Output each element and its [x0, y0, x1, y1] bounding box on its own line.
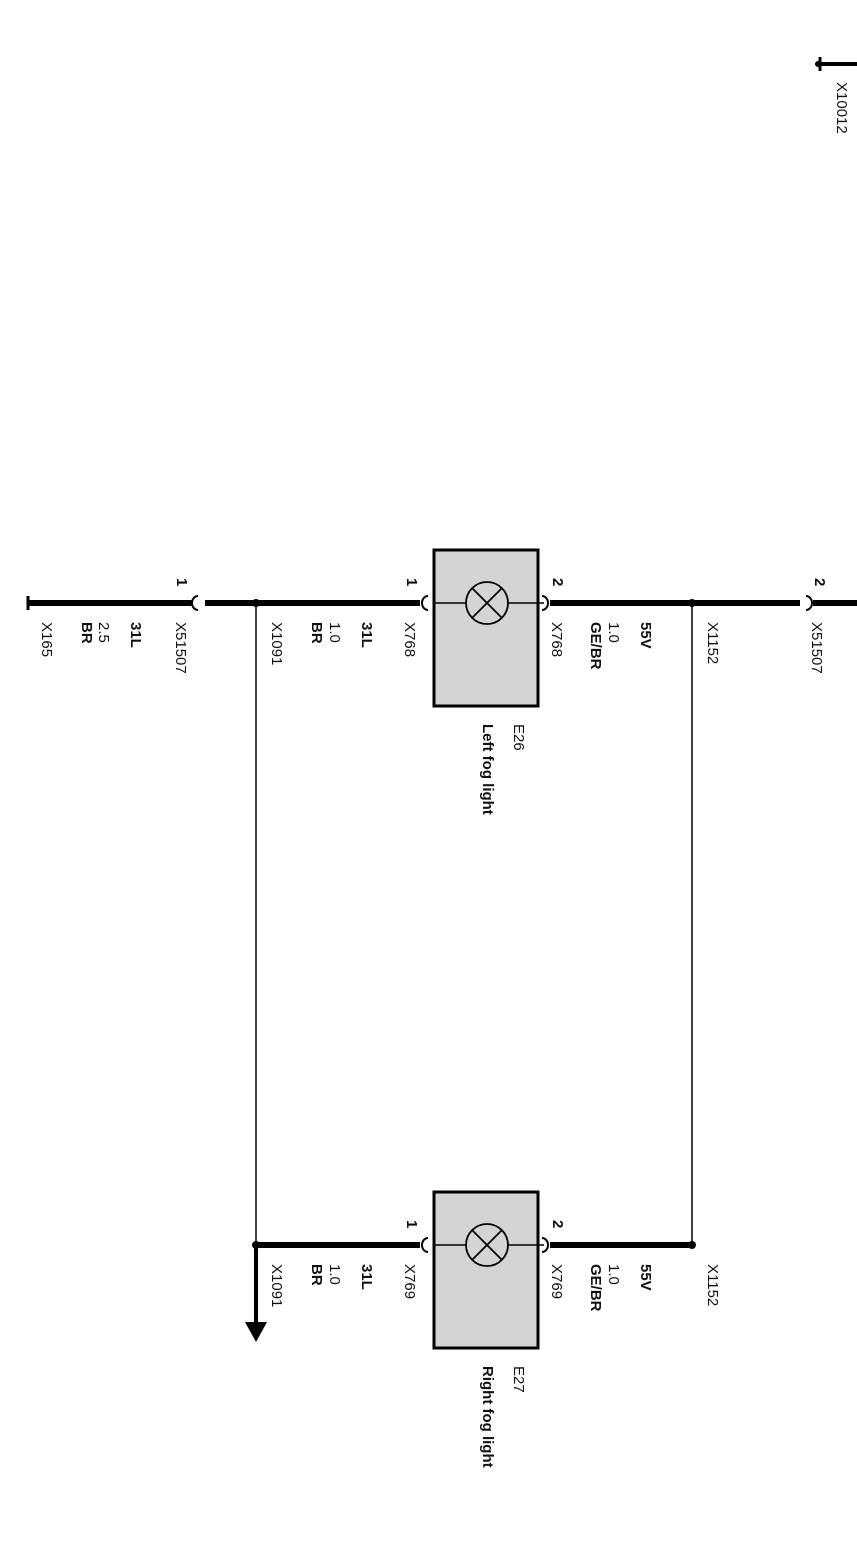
- connector-label-x51507-left: X51507: [172, 622, 189, 674]
- connector-label-x1091-right: X1091: [268, 1264, 285, 1307]
- pin-label-x768-1: 1: [403, 578, 420, 586]
- pin-label-x768-2: 2: [549, 578, 566, 586]
- component-code-e27: E27: [510, 1366, 527, 1393]
- wire-color-main-ground: BR: [78, 622, 95, 644]
- connector-label-x1091-left: X1091: [268, 622, 285, 665]
- connector-label-x165: X165: [38, 622, 55, 657]
- wire-size-right-supply: 1.0: [605, 1264, 622, 1285]
- wire-size-left-supply: 1.0: [605, 622, 622, 643]
- pin-label-x769-2: 2: [549, 1220, 566, 1228]
- wire-color-right-ground: BR: [308, 1264, 325, 1286]
- wire-color-right-supply: GE/BR: [587, 1264, 604, 1312]
- wire-color-left-supply: GE/BR: [587, 622, 604, 670]
- pin-label-x51507-1: 1: [173, 578, 190, 586]
- lamp-e26: [432, 548, 540, 708]
- connector-label-x769-1: X769: [401, 1264, 418, 1299]
- wire-size-left-ground: 1.0: [326, 622, 343, 643]
- wire-size-main-ground: 2.5: [95, 622, 112, 643]
- connector-marks-right: [421, 1237, 549, 1253]
- continuation-arrow: [245, 1245, 267, 1342]
- wire-circuit-left-ground: 31L: [358, 622, 375, 648]
- connector-label-x769-2: X769: [548, 1264, 565, 1299]
- pin-label-x769-1: 1: [403, 1220, 420, 1228]
- connector-label-x768-1: X768: [401, 622, 418, 657]
- pin-label-x51507-2: 2: [811, 578, 828, 586]
- connector-label-x1152-left: X1152: [704, 622, 721, 664]
- component-name-e27: Right fog light: [479, 1366, 496, 1468]
- ground-symbol-x165: [26, 596, 33, 610]
- wire-circuit-right-ground: 31L: [358, 1264, 375, 1290]
- ground-label-x10012: X10012: [833, 82, 850, 134]
- connector-marks-left: [191, 595, 813, 611]
- lamp-e27: [432, 1190, 540, 1350]
- component-code-e26: E26: [510, 724, 527, 751]
- connector-label-x51507-right: X51507: [808, 622, 825, 674]
- wire-circuit-left-supply: 55V: [637, 622, 654, 649]
- ground-symbol-x10012: [815, 57, 857, 71]
- splice-x1152-right: [688, 1241, 696, 1249]
- connector-label-x768-2: X768: [548, 622, 565, 657]
- wire-circuit-right-supply: 55V: [637, 1264, 654, 1291]
- wire-size-right-ground: 1.0: [326, 1264, 343, 1285]
- wire-color-left-ground: BR: [308, 622, 325, 644]
- component-name-e26: Left fog light: [479, 724, 496, 815]
- connector-label-x1152-right: X1152: [704, 1264, 721, 1306]
- wire-circuit-main-ground: 31L: [127, 622, 144, 648]
